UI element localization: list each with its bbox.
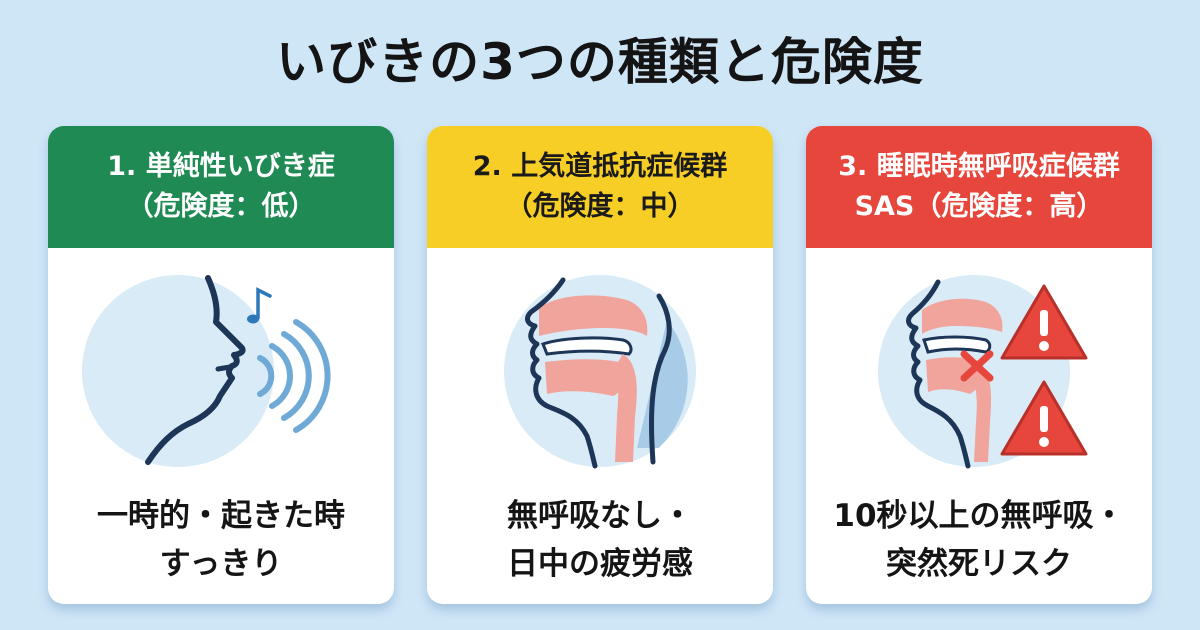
- card-heading-type: 2. 上気道抵抗症候群: [472, 151, 728, 182]
- card-heading-risk: （危険度：低）: [126, 191, 316, 222]
- card-description: 一時的・起きた時 すっきり: [48, 492, 394, 588]
- card-description: 10秒以上の無呼吸・ 突然死リスク: [806, 492, 1152, 588]
- snoring-type-card-sas: 3. 睡眠時無呼吸症候群 SAS（危険度：高）: [806, 126, 1152, 604]
- card-heading-type: 3. 睡眠時無呼吸症候群: [838, 151, 1120, 182]
- card-heading-risk: SAS（危険度：高）: [854, 191, 1104, 222]
- snoring-type-card-simple: 1. 単純性いびき症 （危険度：低） 一時的・起きた時 すっきり: [48, 126, 394, 604]
- description-line-2: 突然死リスク: [886, 546, 1072, 582]
- airway-narrowing-icon: [427, 266, 773, 476]
- description-line-1: 10秒以上の無呼吸・: [833, 498, 1125, 534]
- card-header: 2. 上気道抵抗症候群 （危険度：中）: [427, 126, 773, 248]
- snoring-face-icon: [48, 266, 394, 476]
- warning-icon: [1000, 284, 1088, 360]
- warning-icon: [1000, 380, 1088, 456]
- airway-blocked-warning-icon: [806, 266, 1152, 476]
- page-title: いびきの3つの種類と危険度: [276, 33, 924, 91]
- card-heading-type: 1. 単純性いびき症: [107, 151, 335, 182]
- description-line-2: すっきり: [159, 546, 283, 582]
- description-line-1: 無呼吸なし・: [507, 498, 693, 534]
- card-description: 無呼吸なし・ 日中の疲労感: [427, 492, 773, 588]
- card-heading-risk: （危険度：中）: [505, 191, 695, 222]
- card-header: 1. 単純性いびき症 （危険度：低）: [48, 126, 394, 248]
- description-line-1: 一時的・起きた時: [97, 498, 345, 534]
- description-line-2: 日中の疲労感: [507, 546, 693, 582]
- snoring-type-card-uars: 2. 上気道抵抗症候群 （危険度：中） 無呼吸なし・ 日中の疲労感: [427, 126, 773, 604]
- card-header: 3. 睡眠時無呼吸症候群 SAS（危険度：高）: [806, 126, 1152, 248]
